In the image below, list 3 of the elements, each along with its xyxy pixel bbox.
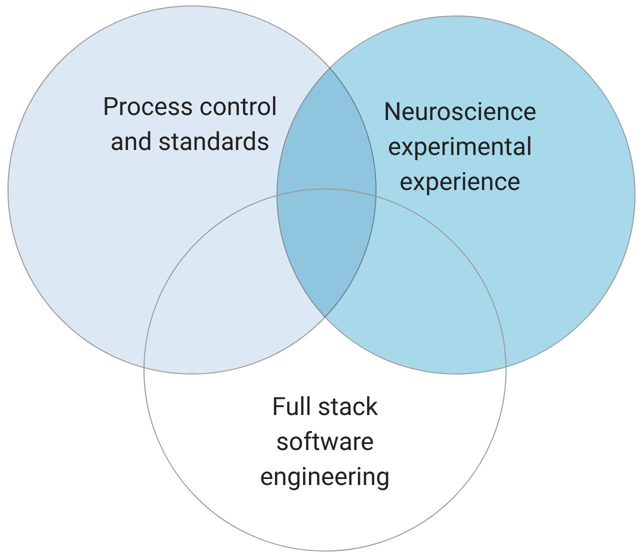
circle-label: Full stack software engineering <box>259 392 391 494</box>
circle-label: Process control and standards <box>102 92 278 159</box>
circle-label: Neuroscience experimental experience <box>382 97 538 199</box>
